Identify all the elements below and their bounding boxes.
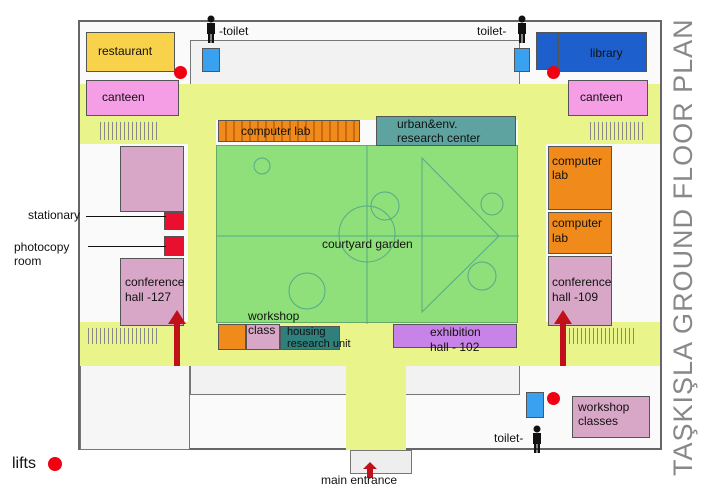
toilet-label-top-right: toilet- (477, 24, 507, 38)
conf-left-label-2: hall -127 (125, 290, 172, 304)
courtyard-label: courtyard garden (322, 237, 413, 251)
computer-lab-top (218, 120, 360, 142)
exhibition-label-2: hall - 102 (430, 340, 480, 354)
housing-label-2: research unit (287, 338, 351, 350)
restaurant-label: restaurant (98, 44, 153, 58)
conference-hall-109 (548, 256, 612, 326)
legend-lifts-label: lifts (12, 455, 36, 472)
map-title: TAŞKIŞLA GROUND FLOOR PLAN (668, 18, 698, 476)
computer-lab-top-label: computer lab (241, 124, 311, 138)
computer-lab-r2-label-1: computer (552, 216, 603, 230)
library-label: library (590, 46, 623, 60)
left-pink-room (120, 146, 184, 212)
conf-left-label-1: conference (125, 275, 185, 289)
corridor-left (188, 84, 216, 364)
workshop-classes-label-1: workshop (578, 400, 630, 414)
workshop-classes (572, 396, 650, 438)
toilet-room-top-left (202, 48, 220, 72)
stairs-right-top (590, 122, 645, 140)
computer-lab-r1-label-2: lab (552, 168, 569, 182)
canteen-left-label: canteen (102, 90, 145, 104)
toilet-room-bottom-right (526, 392, 544, 418)
workshop-class-label-1: workshop (248, 309, 300, 323)
computer-lab-r2-label-2: lab (552, 231, 569, 245)
workshop-class-label-2: class (248, 323, 276, 337)
housing-research-unit (280, 326, 340, 350)
photocopy-pointer (88, 246, 166, 247)
computer-lab-right-1 (548, 146, 612, 210)
workshop-class (246, 324, 280, 350)
stationary-pointer (86, 216, 166, 217)
lift-top-right (547, 66, 560, 79)
courtyard-garden (216, 145, 519, 324)
toilet-room-top-right (514, 48, 530, 72)
toilet-person-icon-top-right (518, 15, 526, 43)
arrow-up-left (168, 310, 186, 366)
toilet-person-icon-top-left (207, 15, 215, 43)
library-annex (536, 32, 558, 70)
housing-label-1: housing (287, 326, 326, 338)
library (558, 32, 647, 72)
conf-right-label-1: conference (552, 275, 612, 289)
corridor-right (518, 84, 546, 364)
canteen-right-label: canteen (580, 90, 623, 104)
photocopy-label-2: room (14, 254, 42, 268)
top-offices (190, 40, 520, 86)
bottom-left-wing (80, 365, 190, 450)
lift-bottom-right (547, 392, 560, 405)
canteen-left (86, 80, 179, 116)
arrow-up-right (554, 310, 572, 366)
garden-paths (217, 146, 519, 324)
computer-lab-r1-label-1: computer (552, 154, 603, 168)
canteen-right (568, 80, 648, 116)
stationary-label: stationary (28, 208, 81, 222)
photocopy-room (164, 236, 184, 256)
toilet-label-bottom-right: toilet- (494, 431, 524, 445)
computer-lab-right-2 (548, 212, 612, 254)
stairs-right-bottom (565, 328, 635, 344)
stairs-left-top (100, 122, 160, 140)
photocopy-label-1: photocopy (14, 240, 70, 254)
exhibition-label-1: exhibition (430, 325, 481, 339)
conference-hall-127 (120, 258, 184, 326)
exhibition-hall-102 (393, 324, 517, 348)
stationary-room (164, 212, 184, 230)
urban-env-research-center (376, 116, 516, 146)
toilet-label-top-left: -toilet (219, 24, 249, 38)
conf-right-label-2: hall -109 (552, 290, 599, 304)
workshop-classes-label-2: classes (578, 414, 619, 428)
restaurant (86, 32, 175, 72)
stairs-left-bottom (88, 328, 158, 344)
urban-research-label-1: urban&env. (397, 117, 458, 131)
arrow-up-entrance (363, 462, 377, 478)
toilet-person-icon-bottom-right (533, 425, 541, 453)
lift-top-left (174, 66, 187, 79)
urban-research-label-2: research center (397, 131, 481, 145)
entrance-porch (350, 450, 412, 474)
main-entrance-label: main entrance (321, 473, 398, 487)
legend-lift-dot (48, 457, 62, 471)
workshop-class-orange (218, 324, 246, 350)
